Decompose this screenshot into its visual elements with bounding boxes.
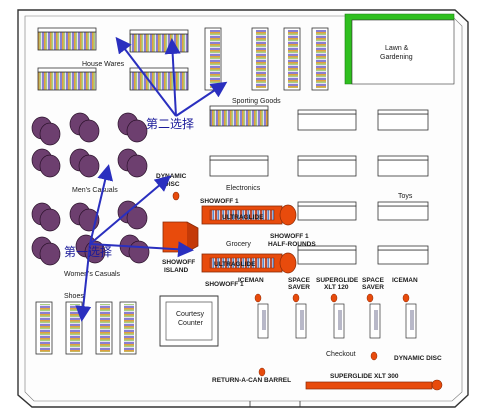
house-wares-label: House Wares: [82, 61, 125, 68]
space-saver-label-1b: SAVER: [288, 284, 310, 291]
ultraglide-top-label: ULTRAGLIDE: [222, 214, 264, 221]
ultraglide-bottom-label: ULTRAGLIDE: [214, 261, 256, 268]
mens-casuals-label: Men's Casuals: [72, 187, 118, 194]
shoes-shelves: [35, 301, 137, 355]
lawn-gardening-label-line2: Gardening: [380, 54, 413, 61]
courtesy-counter-label-1: Courtesy: [176, 311, 205, 318]
superglide-xlt300-end-cap: [431, 379, 443, 391]
ultraglide-top-display: [201, 204, 297, 226]
superglide-xlt120-label-1: SUPERGLIDE: [316, 277, 359, 284]
showoff-island: [162, 221, 199, 253]
shoes-label: Shoes: [64, 293, 84, 300]
womens-casuals-racks: [31, 200, 150, 266]
dynamic-disc-top: [172, 191, 180, 201]
first-choice-annotation: 第一选择: [64, 245, 112, 259]
checkout-label: Checkout: [326, 351, 356, 358]
womens-casuals-label: Women's Casuals: [64, 271, 121, 278]
second-choice-annotation: 第二选择: [146, 117, 194, 131]
dynamic-disc-bottom: [370, 351, 378, 361]
return-a-can-barrel-label: RETURN-A-CAN BARREL: [212, 377, 291, 384]
space-saver-label-2a: SPACE: [362, 277, 385, 284]
lawn-gardening-area: [344, 13, 455, 85]
entrance-marks: [249, 401, 301, 407]
return-a-can-barrel: [258, 367, 266, 377]
iceman-label-2: ICEMAN: [392, 277, 418, 284]
sporting-goods-label: Sporting Goods: [232, 98, 281, 105]
toys-label: Toys: [398, 193, 413, 200]
electronics-label: Electronics: [226, 185, 261, 192]
annotation-arrows: [75, 36, 228, 322]
checkout-lanes: [254, 293, 417, 339]
space-saver-label-2b: SAVER: [362, 284, 384, 291]
electronics-shelves: [209, 105, 429, 177]
courtesy-counter: [159, 295, 219, 347]
grocery-label: Grocery: [226, 241, 251, 248]
iceman-label-1: ICEMAN: [238, 277, 264, 284]
showoff-half-rounds-label-1: SHOWOFF 1: [270, 233, 309, 240]
dynamic-disc-top-label-2: DISC: [164, 181, 180, 188]
mens-casuals-racks: [31, 112, 148, 178]
courtesy-counter-label-2: Counter: [178, 320, 204, 327]
showoff-island-label-2: ISLAND: [164, 267, 189, 274]
dynamic-disc-top-label-1: DYNAMIC: [156, 173, 187, 180]
toys-shelves: [297, 201, 429, 265]
showoff-1-bottom-label: SHOWOFF 1: [205, 281, 244, 288]
space-saver-label-1a: SPACE: [288, 277, 311, 284]
lawn-gardening-label-line1: Lawn &: [385, 45, 409, 52]
dynamic-disc-bottom-label: DYNAMIC DISC: [394, 355, 442, 362]
superglide-xlt120-label-2: XLT 120: [324, 284, 349, 291]
superglide-xlt300-label: SUPERGLIDE XLT 300: [330, 373, 399, 380]
ultraglide-bottom-display: [201, 252, 297, 274]
sporting-goods-shelves: [204, 27, 329, 91]
showoff-1-top-label: SHOWOFF 1: [200, 198, 239, 205]
superglide-xlt300-display: [305, 381, 433, 390]
showoff-island-label-1: SHOWOFF: [162, 259, 195, 266]
showoff-half-rounds-label-2: HALF-ROUNDS: [268, 241, 316, 248]
